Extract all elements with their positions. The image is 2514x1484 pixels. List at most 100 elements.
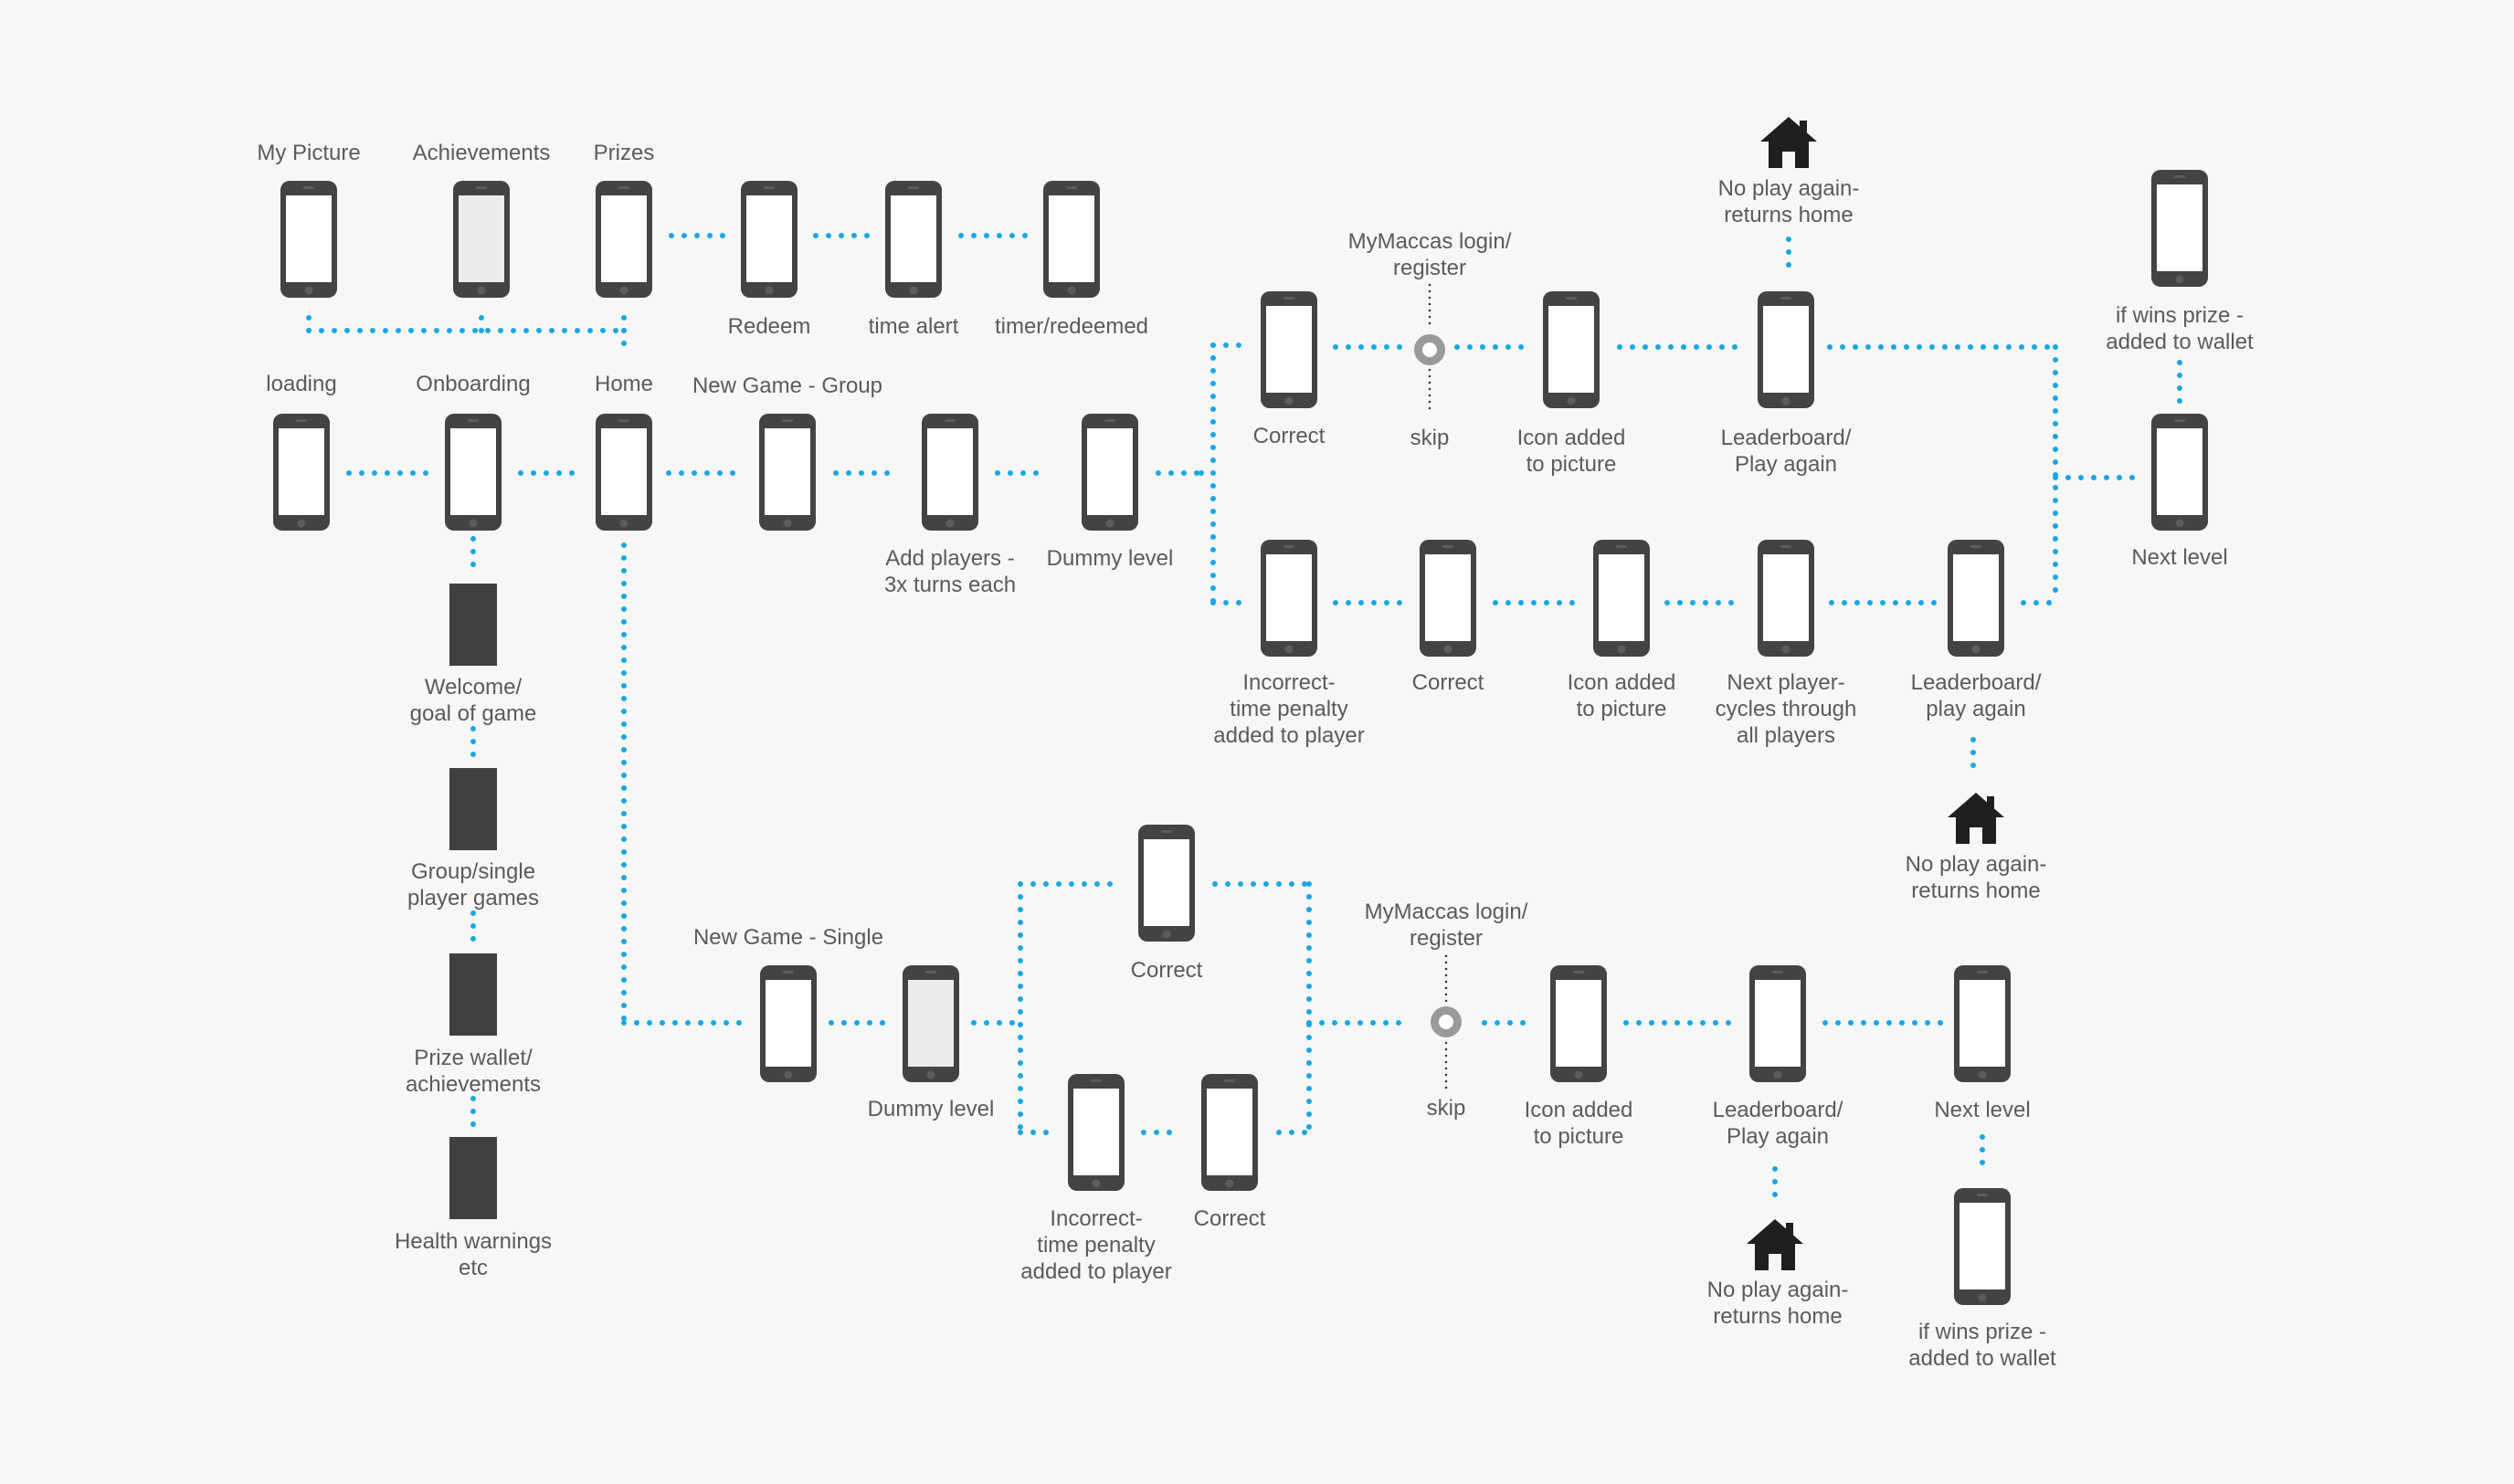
phone-single-incorrect (1068, 1074, 1125, 1191)
block-health-warnings (449, 1137, 497, 1219)
label-s-dummy-level: Dummy level (867, 1097, 995, 1121)
phone-group-next-level (2151, 414, 2208, 531)
phone-single-icon-added (1550, 965, 1607, 1082)
phone-screen (1763, 306, 1809, 393)
phone-speaker (1970, 545, 1981, 548)
label-s-no-play: No play again-returns home (1707, 1277, 1849, 1330)
block-prize-wallet (449, 953, 497, 1036)
phone-home-button (619, 519, 628, 528)
label-line: time penalty (1230, 697, 1348, 721)
home-group-bottom-icon (1948, 793, 2004, 844)
phone-screen (1599, 554, 1644, 641)
label-s-wins-prize: if wins prize -added to wallet (1908, 1319, 2055, 1372)
phone-home (596, 414, 652, 531)
phone-home-button (909, 286, 918, 295)
phone-single-leaderboard (1749, 965, 1806, 1082)
phone-group-icon-added-top (1543, 291, 1600, 408)
label-line: to picture (1526, 452, 1617, 477)
phone-speaker (468, 419, 479, 422)
label-timer-redeemed: timer/redeemed (994, 314, 1149, 339)
label-line: Health warnings (394, 1229, 553, 1254)
phone-onboarding (445, 414, 502, 531)
phone-screen (1548, 306, 1594, 393)
block-group-single (449, 768, 497, 850)
phone-screen (1556, 980, 1601, 1067)
phone-achievements (453, 181, 510, 298)
label-line: added to wallet (1908, 1346, 2056, 1371)
phone-speaker (1161, 830, 1172, 833)
phone-home-button (469, 519, 478, 528)
label-time-alert: time alert (868, 314, 959, 339)
phone-speaker (783, 971, 794, 974)
phone-home-button (477, 286, 486, 295)
phone-speaker (1066, 186, 1077, 189)
label-g-correct-bottom: Correct (1411, 670, 1484, 695)
label-line: all players (1736, 723, 1836, 748)
phone-home-button (1978, 1293, 1987, 1302)
skip-node-single (1431, 1006, 1462, 1037)
phone-screen (2157, 428, 2202, 515)
phone-group-leaderboard-bottom (1948, 540, 2004, 657)
label-line: achievements (405, 1072, 542, 1097)
label-line: to picture (1533, 1124, 1624, 1149)
label-line: No play again- (1706, 1278, 1849, 1302)
label-line: play again (1926, 697, 2026, 721)
phone-home-button (926, 1070, 935, 1079)
label-line: added to wallet (2106, 330, 2254, 354)
home-icon-shape (1948, 793, 2004, 844)
phone-home-button (297, 519, 306, 528)
label-g-wins-prize: if wins prize -added to wallet (2106, 302, 2253, 355)
phone-group-incorrect (1261, 540, 1317, 657)
phone-speaker (1566, 297, 1577, 300)
label-onboarding: Onboarding (416, 372, 531, 396)
skip-node-inner (1422, 342, 1437, 357)
label-line: Icon added (1567, 670, 1676, 695)
label-line: time penalty (1037, 1233, 1156, 1258)
home-icon-shape (1760, 117, 1817, 168)
phone-home-button (1978, 1070, 1987, 1079)
phone-group-correct-top (1261, 291, 1317, 408)
label-g-skip: skip (1410, 426, 1450, 450)
label-my-picture: My Picture (257, 141, 361, 165)
phone-screen (286, 195, 332, 282)
phone-screen (2157, 184, 2202, 271)
phone-loading (273, 414, 330, 531)
phone-speaker (1780, 545, 1791, 548)
phone-home-button (1574, 1070, 1583, 1079)
phone-speaker (945, 419, 956, 422)
phone-single-wins-prize (1954, 1188, 2011, 1305)
label-dummy-level-group: Dummy level (1046, 546, 1174, 571)
phone-group-dummy-level (1082, 414, 1138, 531)
phone-screen (1049, 195, 1094, 282)
label-line: etc (458, 1256, 488, 1280)
phone-speaker (2174, 419, 2185, 422)
label-prizes: Prizes (593, 141, 655, 165)
phone-home-button (1284, 645, 1294, 654)
label-g-mymaccas: MyMaccas login/register (1348, 228, 1512, 281)
label-line: 3x turns each (883, 573, 1017, 597)
label-line: Group/single (410, 859, 536, 884)
phone-timer-redeemed (1043, 181, 1100, 298)
phone-single-next-level (1954, 965, 2011, 1082)
phone-single-dummy-level (903, 965, 959, 1082)
phone-speaker (1283, 545, 1294, 548)
label-line: cycles through (1715, 697, 1857, 721)
skip-node-group (1414, 334, 1445, 365)
phone-speaker (764, 186, 775, 189)
phone-home-button (783, 519, 792, 528)
label-line: Icon added (1524, 1098, 1633, 1122)
label-line: MyMaccas login/ (1364, 900, 1528, 924)
label-line: No play again- (1717, 176, 1860, 201)
phone-screen (746, 195, 792, 282)
phone-new-game-group (759, 414, 816, 531)
label-line: Welcome/ (424, 675, 523, 700)
phone-speaker (2174, 175, 2185, 178)
label-g-correct-top: Correct (1252, 424, 1326, 448)
label-line: returns home (1911, 879, 2041, 903)
phone-speaker (1616, 545, 1627, 548)
phone-screen (1087, 428, 1133, 515)
